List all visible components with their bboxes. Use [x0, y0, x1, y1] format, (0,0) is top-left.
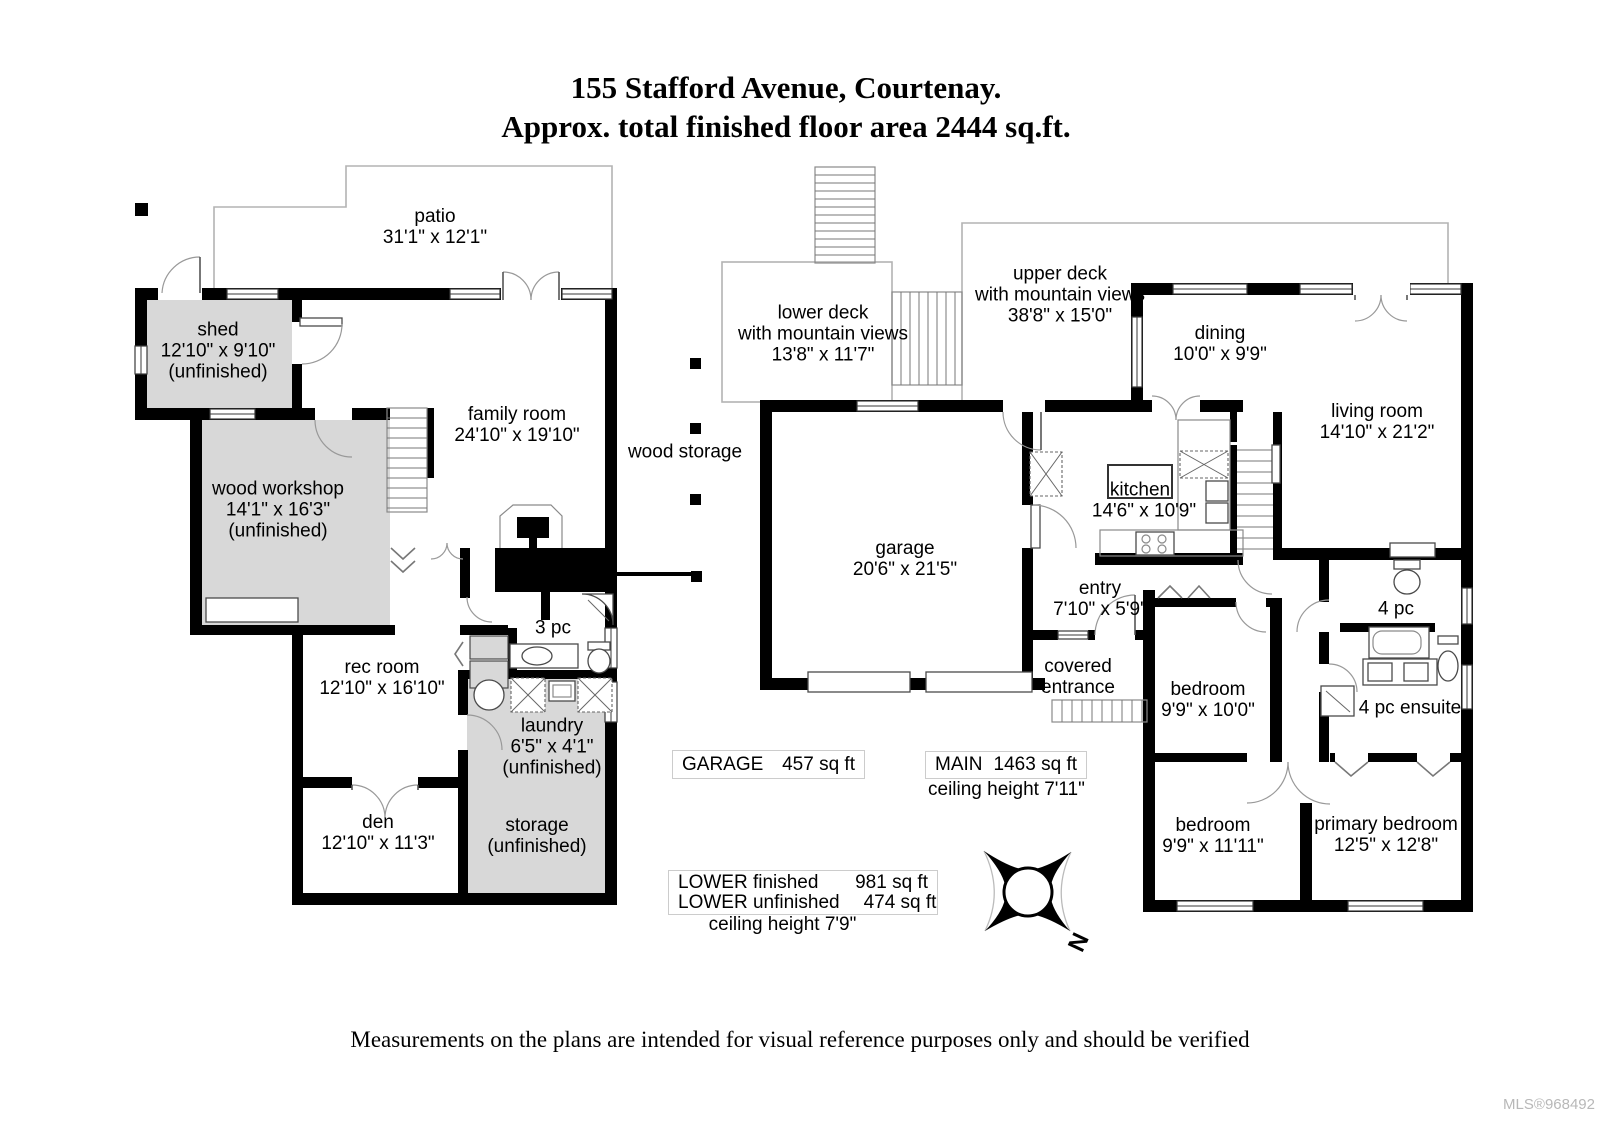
patio-post [135, 203, 148, 216]
closet-cabinet [469, 635, 509, 660]
bathroom-fixtures [1320, 559, 1459, 717]
patio-outline [213, 165, 613, 288]
room-label-four-pc-ensuite: 4 pc ensuite [1358, 697, 1462, 719]
room-label-three-pc-bath: 3 pc [535, 617, 571, 639]
title-address: 155 Stafford Avenue, Courtenay. [570, 70, 1002, 105]
room-label-wood-storage: wood storage [627, 441, 743, 463]
room-label-storage: storage(unfinished) [487, 815, 587, 857]
toilet-bowl [587, 648, 611, 674]
laundry-fixtures [473, 677, 613, 713]
title-area: Approx. total finished floor area 2444 s… [501, 109, 1071, 144]
main-area-box: MAIN 1463 sq ft [925, 751, 1087, 779]
kitchen-sink [1205, 502, 1229, 524]
kitchen-counter-bottom [1099, 529, 1244, 557]
sink [1403, 662, 1429, 682]
sink [1367, 662, 1393, 682]
garage-area-label: GARAGE [682, 753, 764, 775]
main-stairs [1237, 444, 1281, 550]
garage-door [925, 671, 1033, 693]
three-pc-fixtures [454, 593, 614, 689]
stove [1135, 531, 1175, 556]
garage-area-box: GARAGE 457 sq ft [672, 750, 865, 779]
sink [521, 646, 553, 666]
kitchen-island [1107, 464, 1173, 499]
main-ceiling-height: ceiling height 7'11" [928, 779, 1085, 800]
wood-storage-posts [617, 358, 702, 582]
lower-finished-label: LOWER finished [678, 871, 819, 893]
toilet-tank [1393, 559, 1421, 570]
deck-stairs-middle [891, 291, 963, 386]
compass-north-label: N [1062, 928, 1094, 955]
living-room-niche [1389, 542, 1436, 558]
main-level-doors [1002, 283, 1451, 805]
main-area-value: 1463 sq ft [993, 754, 1077, 775]
lower-level-doors [158, 256, 561, 819]
lower-level-plan [134, 165, 702, 905]
compass-graphic [983, 850, 1072, 932]
lower-unfinished-value: 474 sq ft [863, 891, 937, 913]
toilet-bowl [1393, 569, 1421, 595]
toilet-tank [1437, 635, 1459, 645]
workshop-fill [202, 420, 390, 625]
wood-stove [499, 504, 563, 550]
lower-finished-value: 981 sq ft [855, 871, 928, 893]
room-label-kitchen: kitchen [1109, 479, 1171, 501]
deck-stairs-top [814, 166, 876, 264]
stair-handrail [1271, 444, 1281, 484]
bathtub [1368, 626, 1430, 659]
main-level-plan [721, 166, 1473, 912]
mls-number: MLS®968492 [1503, 1096, 1595, 1113]
shed-fill [147, 300, 292, 408]
entrance-steps [1051, 699, 1148, 723]
lower-finished-row: LOWER finished 981 sq ft [678, 871, 928, 893]
main-area-label: MAIN [935, 754, 983, 775]
laundry-sink [548, 680, 576, 702]
workbench [205, 597, 299, 623]
room-label-kitchen-dims: 14'6" x 10'9" [1091, 500, 1197, 522]
kitchen-fixtures [1029, 419, 1244, 557]
compass-rose: N [983, 850, 1094, 955]
main-level-windows [807, 283, 1473, 912]
corner-shower [581, 593, 614, 626]
disclaimer-text: Measurements on the plans are intended f… [350, 1027, 1250, 1052]
lower-unfinished-label: LOWER unfinished [678, 891, 840, 913]
lower-ceiling-height: ceiling height 7'9" [708, 914, 857, 935]
kitchen-sink [1205, 480, 1229, 502]
toilet-bowl [1437, 650, 1459, 682]
garage-area-value: 457 sq ft [782, 753, 855, 775]
lower-stairs [386, 407, 428, 574]
room-label-four-pc-bath: 4 pc [1378, 598, 1414, 620]
page-title: 155 Stafford Avenue, Courtenay. Approx. … [501, 68, 1070, 146]
water-heater [473, 679, 505, 711]
lower-area-box: LOWER finished 981 sq ft LOWER unfinishe… [668, 870, 938, 915]
laundry-storage-fill [467, 677, 605, 893]
lower-unfinished-row: LOWER unfinished 474 sq ft [678, 891, 936, 913]
garage-door [807, 671, 911, 693]
